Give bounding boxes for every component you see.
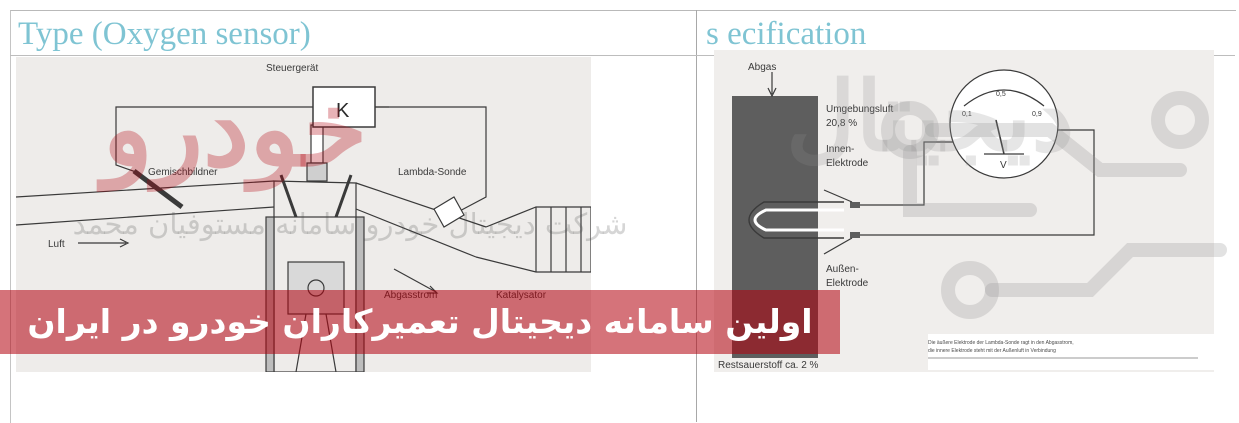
figure-caption: Die äußere Elektrode der Lambda-Sonde ra… <box>928 334 1218 370</box>
label-exhaust: Abgas <box>748 62 776 73</box>
label-inner-electrode-2: Elektrode <box>826 158 869 169</box>
label-k: K <box>336 100 350 122</box>
label-outer-electrode-2: Elektrode <box>826 278 869 289</box>
label-exhaust-flow: Abgasstrom <box>384 290 437 301</box>
column-title-specification: s ecification <box>706 16 867 52</box>
lambda-control-diagram: Steuergerät K Gemischbildner Lambda-Sond… <box>15 57 592 373</box>
label-residual-oxygen: Restsauerstoff ca. 2 % <box>718 360 819 371</box>
label-mixer: Gemischbildner <box>148 167 218 178</box>
label-lambda-sensor: Lambda-Sonde <box>398 167 467 178</box>
label-air: Luft <box>48 239 65 250</box>
label-ambient-air: Umgebungsluft <box>826 104 893 115</box>
label-control-unit: Steuergerät <box>266 63 318 74</box>
label-ambient-air-percent: 20,8 % <box>826 118 857 129</box>
sensor-specification-diagram: 0,1 0,5 0,9 V Abgas Umgebungsluft 20,8 %… <box>714 50 1214 372</box>
label-catalyst: Katalysator <box>496 290 547 301</box>
label-outer-electrode: Außen- <box>826 264 859 275</box>
gauge-tick-low: 0,1 <box>962 111 972 118</box>
label-inner-electrode: Innen- <box>826 144 854 155</box>
header-rule <box>10 55 1235 56</box>
caption-svg: Die äußere Elektrode der Lambda-Sonde ra… <box>928 340 1198 359</box>
column-divider <box>696 10 697 422</box>
caption-line-1: Die äußere Elektrode der Lambda-Sonde ra… <box>928 340 1074 346</box>
gauge-tick-high: 0,9 <box>1032 111 1042 118</box>
column-title-type: Type (Oxygen sensor) <box>18 16 311 52</box>
lambda-control-svg: Steuergerät K Gemischbildner Lambda-Sond… <box>15 63 592 373</box>
table-frame <box>10 10 1236 423</box>
gauge-unit: V <box>1000 160 1007 171</box>
caption-line-2: die innere Elektrode steht mit der Außen… <box>928 348 1056 354</box>
gauge-tick-mid: 0,5 <box>996 91 1006 98</box>
sensor-cross-section-svg: 0,1 0,5 0,9 V Abgas Umgebungsluft 20,8 %… <box>718 62 1095 371</box>
